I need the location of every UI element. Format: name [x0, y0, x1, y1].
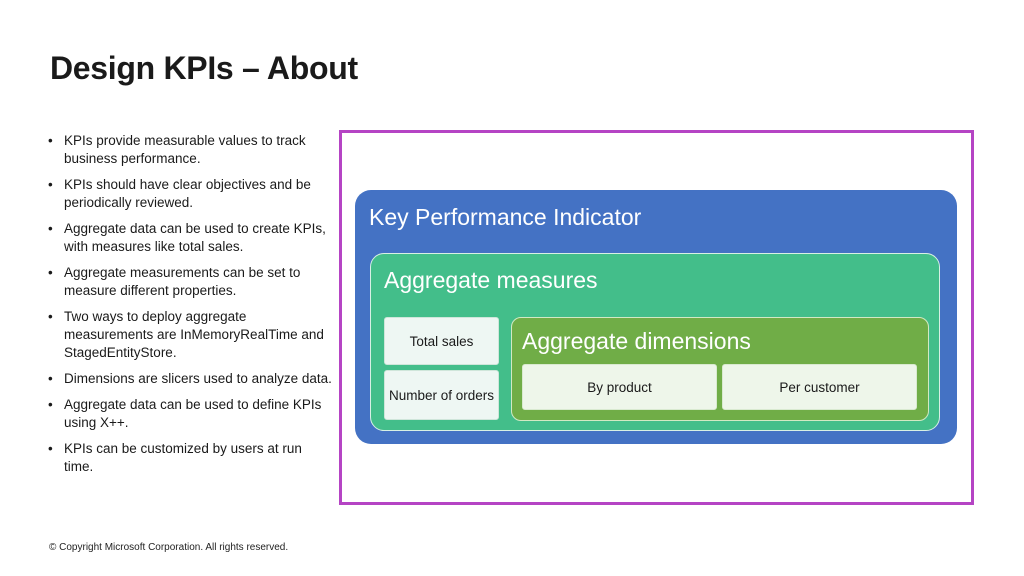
bullet-item: KPIs can be customized by users at run t…: [48, 440, 333, 476]
aggregate-measures-container: Aggregate measures Total sales Number of…: [370, 253, 940, 431]
bullet-item: Aggregate measurements can be set to mea…: [48, 264, 333, 300]
dimension-per-customer: Per customer: [722, 364, 917, 410]
bullet-item: KPIs should have clear objectives and be…: [48, 176, 333, 212]
aggregate-measures-label: Aggregate measures: [384, 267, 598, 293]
bullet-item: Aggregate data can be used to create KPI…: [48, 220, 333, 256]
slide-title: Design KPIs – About: [50, 50, 358, 86]
bullet-list: KPIs provide measurable values to track …: [48, 132, 333, 484]
aggregate-dimensions-label: Aggregate dimensions: [522, 328, 751, 354]
diagram-frame: [339, 130, 974, 505]
dimension-by-product: By product: [522, 364, 717, 410]
measure-number-of-orders: Number of orders: [384, 370, 499, 420]
aggregate-dimensions-container: Aggregate dimensions By product Per cust…: [511, 317, 929, 421]
bullet-item: Two ways to deploy aggregate measurement…: [48, 308, 333, 362]
copyright-notice: © Copyright Microsoft Corporation. All r…: [49, 542, 289, 553]
kpi-container: Key Performance Indicator Aggregate meas…: [355, 190, 957, 444]
measure-total-sales: Total sales: [384, 317, 499, 365]
bullet-item: Aggregate data can be used to define KPI…: [48, 396, 333, 432]
bullet-item: Dimensions are slicers used to analyze d…: [48, 370, 333, 388]
kpi-label: Key Performance Indicator: [369, 204, 642, 230]
bullet-item: KPIs provide measurable values to track …: [48, 132, 333, 168]
